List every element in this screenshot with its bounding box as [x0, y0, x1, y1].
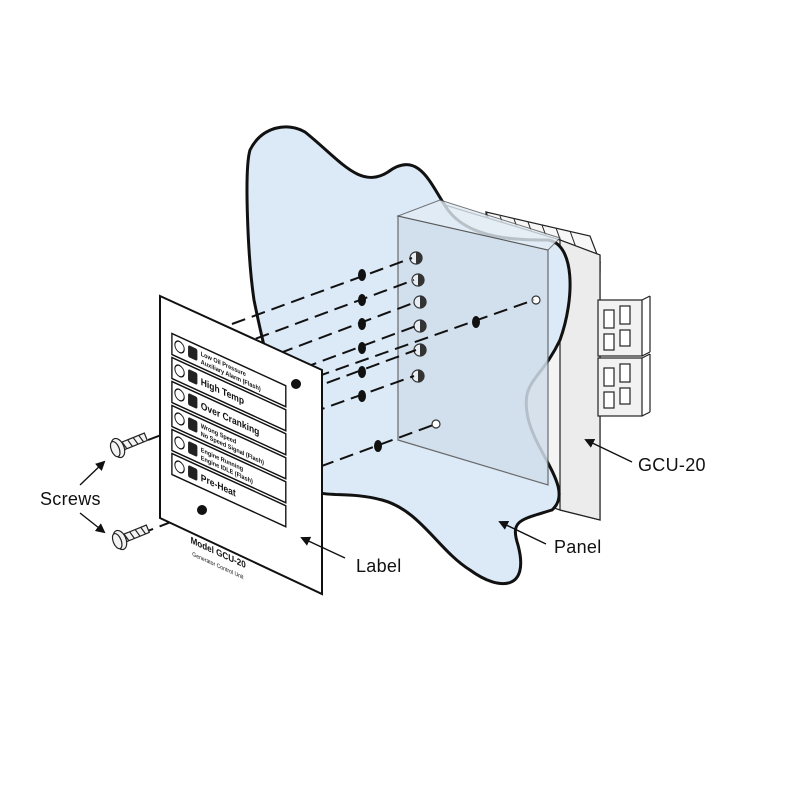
label-screw-hole-bottom: [197, 505, 207, 515]
panel: [245, 125, 572, 586]
led-window-icon: [174, 364, 185, 378]
unit-led-holes: [409, 251, 541, 429]
unit-leader: [584, 438, 633, 463]
led-window-icon: [174, 436, 185, 450]
tachometer-icon: [188, 417, 198, 433]
side-connector-lower: [597, 353, 651, 417]
screw-upper: [109, 432, 149, 459]
label-row-box: [171, 428, 287, 504]
label-row-box: [171, 452, 287, 528]
screws-leader-upper: [79, 460, 106, 486]
callout-screws: Screws: [40, 489, 101, 509]
oil-can-icon: [188, 345, 198, 361]
label-row-box: [171, 380, 287, 456]
engine-icon: [188, 393, 198, 409]
glow-plug-icon: [188, 465, 198, 481]
callout-label: Label: [356, 556, 402, 576]
led-window-icon: [174, 460, 185, 474]
callout-gcu-20: GCU-20: [638, 455, 706, 475]
led-window-icon: [174, 388, 185, 402]
label-leader: [300, 536, 346, 559]
screw-lower: [111, 524, 151, 551]
callout-panel: Panel: [554, 537, 602, 557]
label-row: Pre-Heat: [171, 452, 287, 528]
screws-leader-lower: [79, 512, 106, 534]
thermometer-icon: [188, 369, 198, 385]
engine-running-icon: [188, 441, 198, 457]
leader-lines: [79, 438, 633, 559]
side-connector-upper: [597, 295, 651, 357]
led-window-icon: [174, 340, 185, 354]
panel-holes: [358, 269, 480, 452]
label-screw-hole-top: [291, 379, 301, 389]
label-row-box: [171, 404, 287, 480]
label-row-box: [171, 356, 287, 432]
led-window-icon: [174, 412, 185, 426]
panel-leader: [498, 520, 547, 545]
label-row-box: [171, 332, 287, 408]
